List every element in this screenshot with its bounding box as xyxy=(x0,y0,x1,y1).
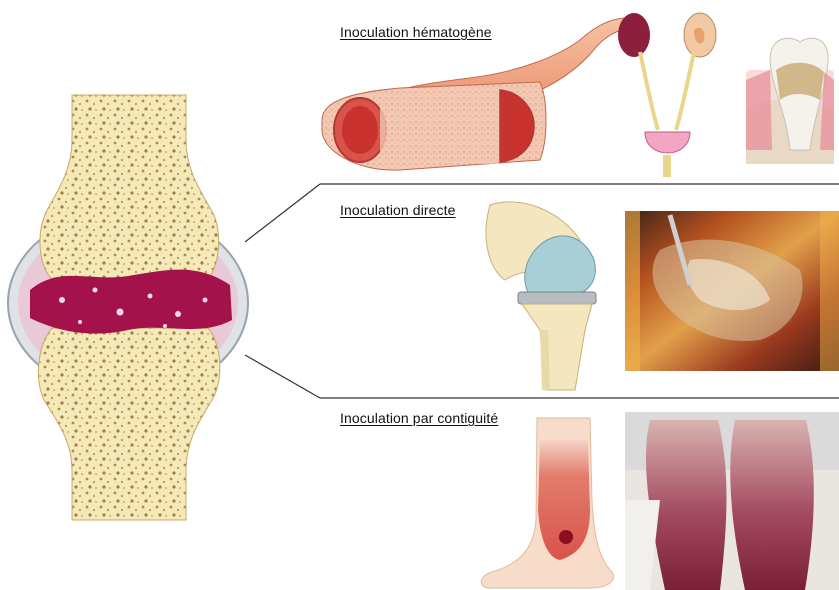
surgical-wound-photo xyxy=(625,211,839,371)
label-inoculation-hematogene: Inoculation hématogène xyxy=(340,24,492,40)
connector-line-lower xyxy=(245,355,320,398)
blood-vessel-illustration xyxy=(322,18,640,170)
urinary-system-illustration xyxy=(618,13,716,177)
tooth-illustration xyxy=(746,38,834,164)
label-inoculation-contiguite: Inoculation par contiguité xyxy=(340,410,498,426)
lower-bone xyxy=(38,328,219,520)
lower-leg-illustration xyxy=(481,418,614,588)
joint-illustration xyxy=(8,95,248,520)
knee-prosthesis-illustration xyxy=(486,202,596,390)
upper-bone xyxy=(40,95,219,282)
label-inoculation-directe: Inoculation directe xyxy=(340,202,456,218)
connector-line-upper xyxy=(245,184,320,242)
cellulitis-legs-photo xyxy=(625,412,839,590)
